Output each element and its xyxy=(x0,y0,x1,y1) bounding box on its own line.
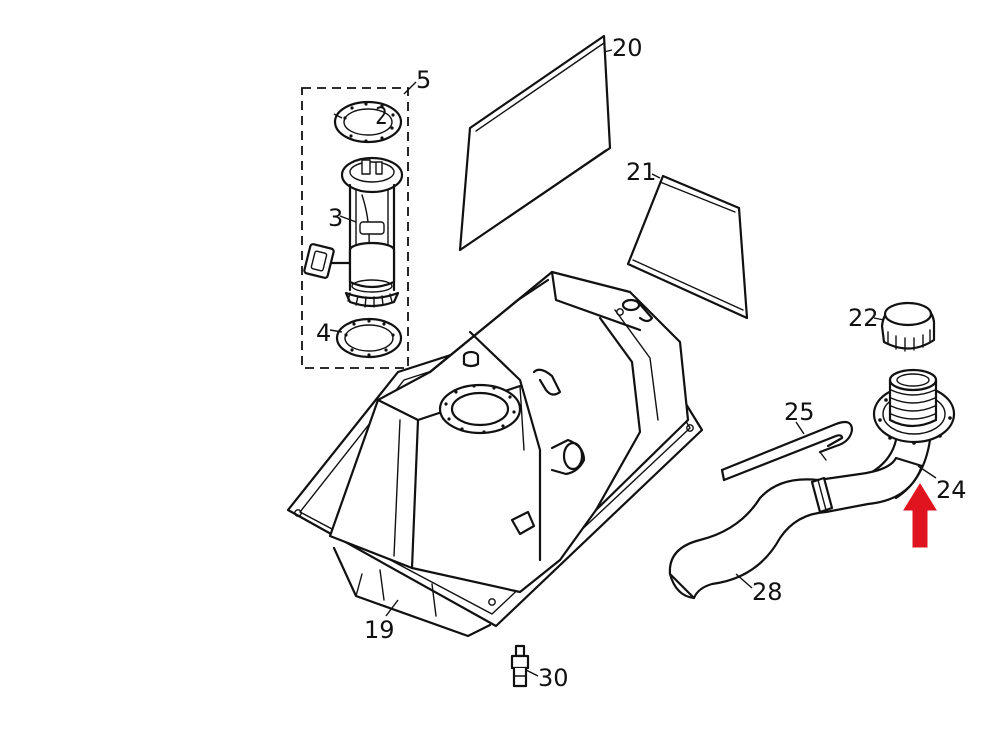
callout-3: 3 xyxy=(328,204,343,232)
leader-lines xyxy=(329,49,937,677)
callout-19: 19 xyxy=(364,616,395,644)
part-2-gasket-ring xyxy=(333,100,403,144)
part-22-filler-cap xyxy=(880,301,936,352)
callout-25: 25 xyxy=(784,398,815,426)
callout-labels: 2 3 4 5 19 20 21 22 24 25 28 30 xyxy=(316,34,967,692)
part-4-gasket-ring xyxy=(335,317,403,359)
pump-assembly-group-box xyxy=(301,87,409,369)
callout-30: 30 xyxy=(538,664,569,692)
part-21-panel xyxy=(626,174,749,320)
callout-21: 21 xyxy=(626,158,657,186)
part-30-drain-plug xyxy=(510,644,530,688)
callout-28: 28 xyxy=(752,578,783,606)
callout-5: 5 xyxy=(416,66,431,94)
red-up-arrow-icon xyxy=(903,483,937,548)
part-24-filler-neck xyxy=(858,368,956,500)
callout-20: 20 xyxy=(612,34,643,62)
part-25-vent-tube xyxy=(720,420,854,482)
callout-2: 2 xyxy=(375,103,388,130)
part-20-panel xyxy=(458,34,612,252)
callout-4: 4 xyxy=(316,319,331,347)
callout-24: 24 xyxy=(936,476,967,504)
part-3-fuel-pump xyxy=(303,156,404,308)
part-19-fuel-tank xyxy=(286,270,704,638)
callout-22: 22 xyxy=(848,304,879,332)
part-28-filler-hose xyxy=(668,456,924,600)
